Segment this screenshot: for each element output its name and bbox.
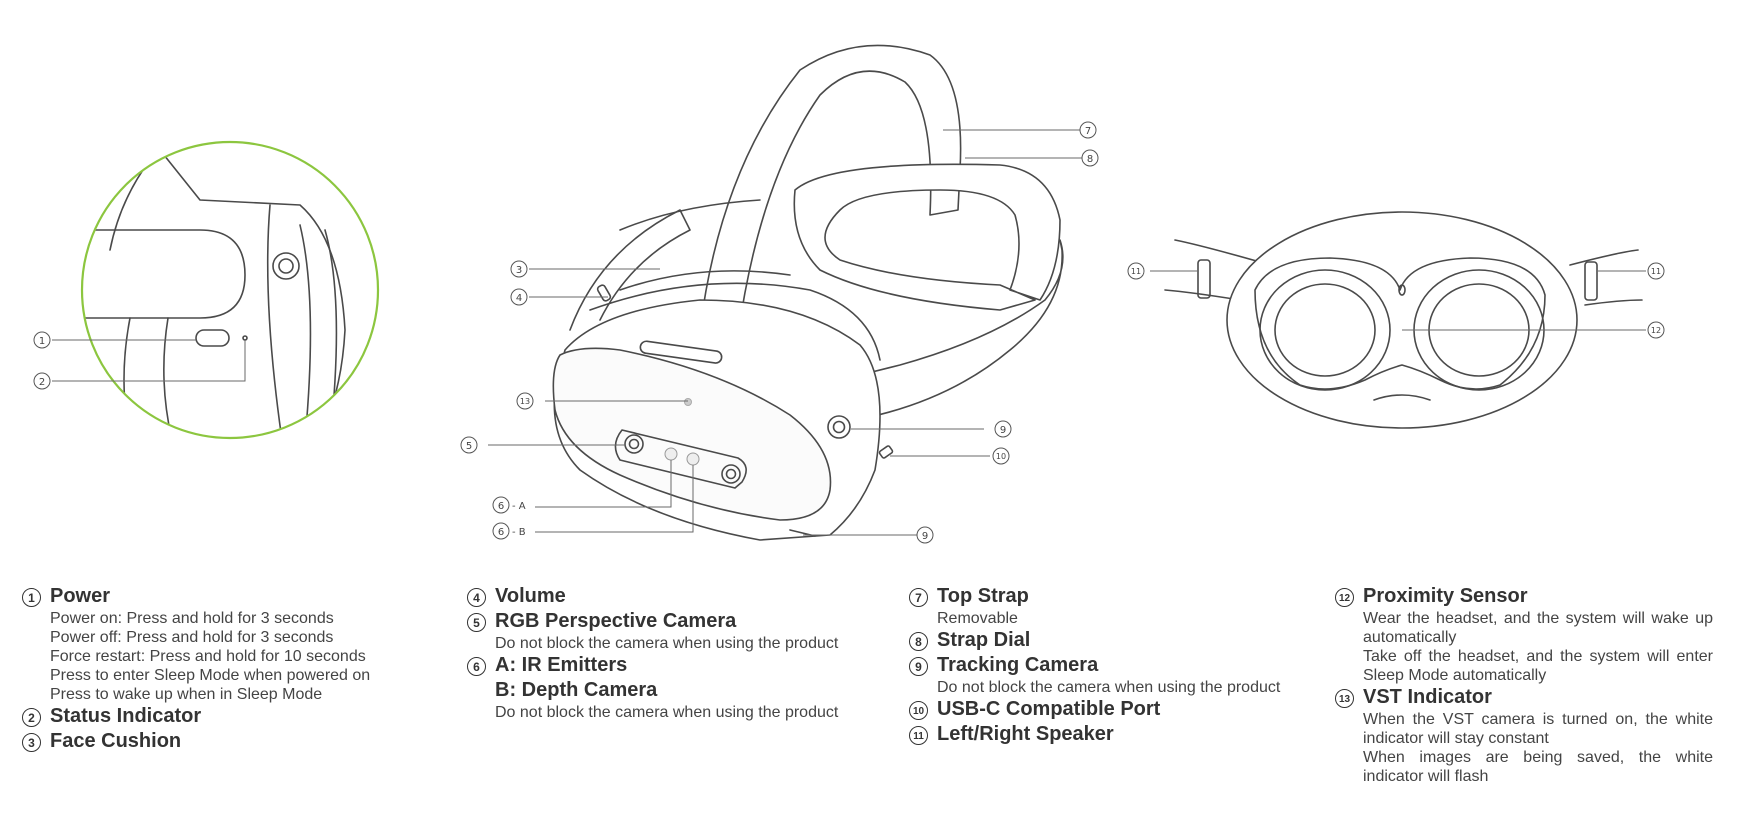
legend-item-volume: 4 Volume	[467, 584, 847, 609]
legend-desc-line: Press to wake up when in Sleep Mode	[50, 686, 323, 703]
legend-desc: Do not block the camera when using the p…	[495, 635, 839, 652]
legend-title: Left/Right Speaker	[937, 723, 1114, 745]
legend-item-top-strap: 7 Top Strap Removable	[909, 584, 1289, 628]
legend-title-b: B: Depth Camera	[495, 679, 658, 701]
legend-item-rgb-camera: 5 RGB Perspective Camera Do not block th…	[467, 609, 847, 653]
callout-11r-label: 11	[1651, 267, 1661, 276]
legend-column-4: 12 Proximity Sensor Wear the headset, an…	[1335, 584, 1713, 786]
callout-13-label: 13	[520, 397, 530, 406]
callout-13: 13	[516, 392, 534, 410]
legend-number: 8	[909, 632, 928, 651]
callout-9a-label: 9	[1000, 425, 1006, 436]
headset-diagram: 1 2 3 4 13 5 6- A 6- B 7 8 9 10 9 11 11 …	[33, 44, 1665, 544]
legend-desc-line: Press to enter Sleep Mode when powered o…	[50, 667, 371, 684]
legend-number: 6	[467, 657, 486, 676]
callout-8: 8	[1081, 149, 1099, 167]
legend-title: Top Strap	[937, 585, 1029, 607]
callout-1-label: 1	[39, 336, 45, 347]
legend-number: 9	[909, 657, 928, 676]
legend-item-strap-dial: 8 Strap Dial	[909, 628, 1289, 653]
callout-9b-label: 9	[922, 531, 928, 542]
callout-6a-label: 6	[498, 501, 504, 512]
callout-1: 1	[33, 331, 51, 349]
legend-desc: Removable	[937, 610, 1018, 627]
legend-title: Tracking Camera	[937, 654, 1099, 676]
legend-item-tracking-camera: 9 Tracking Camera Do not block the camer…	[909, 653, 1289, 697]
callout-8-label: 8	[1087, 154, 1093, 165]
legend-number: 13	[1335, 689, 1354, 708]
headset-front-view	[552, 44, 1064, 541]
legend-item-status-indicator: 2 Status Indicator	[22, 704, 402, 729]
callout-12-label: 12	[1651, 326, 1661, 335]
callout-11-left: 11	[1127, 262, 1145, 280]
callout-9-bottom: 9	[916, 526, 934, 544]
legend-item-ir-depth: 6 A: IR Emitters B: Depth Camera Do not …	[467, 653, 847, 722]
legend-desc: Take off the headset, and the system wil…	[1363, 648, 1713, 684]
callout-5: 5	[460, 436, 478, 454]
callout-3-label: 3	[516, 265, 522, 276]
legend-number: 7	[909, 588, 928, 607]
legend-item-face-cushion: 3 Face Cushion	[22, 729, 402, 754]
callout-12: 12	[1647, 321, 1665, 339]
callout-7: 7	[1079, 121, 1097, 139]
legend-number: 2	[22, 708, 41, 727]
legend-column-3: 7 Top Strap Removable 8 Strap Dial 9 Tra…	[909, 584, 1289, 747]
callout-5-label: 5	[466, 441, 472, 452]
callout-4-label: 4	[516, 293, 522, 304]
legend-number: 5	[467, 613, 486, 632]
legend-title: Face Cushion	[50, 730, 182, 752]
legend-number: 12	[1335, 588, 1354, 607]
callout-6a: 6 - A	[492, 496, 526, 514]
legend-number: 3	[22, 733, 41, 752]
legend-title: VST Indicator	[1363, 686, 1492, 708]
legend-item-vst-indicator: 13 VST Indicator When the VST camera is …	[1335, 685, 1713, 786]
legend-desc: Do not block the camera when using the p…	[495, 704, 839, 721]
legend-title: Power	[50, 585, 111, 607]
legend-title: USB-C Compatible Port	[937, 698, 1161, 720]
callout-10-label: 10	[996, 452, 1006, 461]
legend-title: RGB Perspective Camera	[495, 610, 737, 632]
legend-number: 4	[467, 588, 486, 607]
legend-title: Status Indicator	[50, 705, 202, 727]
legend-desc: When the VST camera is turned on, the wh…	[1363, 711, 1713, 747]
callout-11l-label: 11	[1131, 267, 1141, 276]
callout-6b-label: 6	[498, 527, 504, 538]
legend-column-2: 4 Volume 5 RGB Perspective Camera Do not…	[467, 584, 847, 722]
callout-2: 2	[33, 372, 51, 390]
legend-column-1: 1 Power Power on: Press and hold for 3 s…	[22, 584, 402, 754]
legend-item-usb-c-port: 10 USB-C Compatible Port	[909, 697, 1289, 722]
callout-10: 10	[992, 447, 1010, 465]
callout-6a-suffix: - A	[512, 501, 526, 512]
legend-title: Strap Dial	[937, 629, 1031, 651]
legend-number: 1	[22, 588, 41, 607]
headset-rear-view	[1164, 211, 1643, 429]
legend-title: Volume	[495, 585, 566, 607]
legend-item-proximity-sensor: 12 Proximity Sensor Wear the headset, an…	[1335, 584, 1713, 685]
legend-desc: Wear the headset, and the system will wa…	[1363, 610, 1713, 646]
callout-7-label: 7	[1085, 126, 1091, 137]
callout-3: 3	[510, 260, 528, 278]
legend-desc-line: Power on: Press and hold for 3 seconds	[50, 610, 334, 627]
callout-2-label: 2	[39, 377, 45, 388]
legend-title: Proximity Sensor	[1363, 585, 1528, 607]
callout-11-right: 11	[1647, 262, 1665, 280]
callout-6b: 6 - B	[492, 522, 526, 540]
legend-number: 11	[909, 726, 928, 745]
callout-4: 4	[510, 288, 528, 306]
legend-desc: When images are being saved, the white i…	[1363, 749, 1713, 785]
power-button-zoom-view	[80, 140, 380, 440]
legend-desc: Do not block the camera when using the p…	[937, 679, 1281, 696]
callout-6b-suffix: - B	[512, 527, 526, 538]
legend-title-a: A: IR Emitters	[495, 654, 628, 676]
callout-9-tracking: 9	[994, 420, 1012, 438]
legend-desc-line: Force restart: Press and hold for 10 sec…	[50, 648, 366, 665]
legend-item-speaker: 11 Left/Right Speaker	[909, 722, 1289, 747]
legend-desc-line: Power off: Press and hold for 3 seconds	[50, 629, 334, 646]
legend-number: 10	[909, 701, 928, 720]
legend-item-power: 1 Power Power on: Press and hold for 3 s…	[22, 584, 402, 704]
